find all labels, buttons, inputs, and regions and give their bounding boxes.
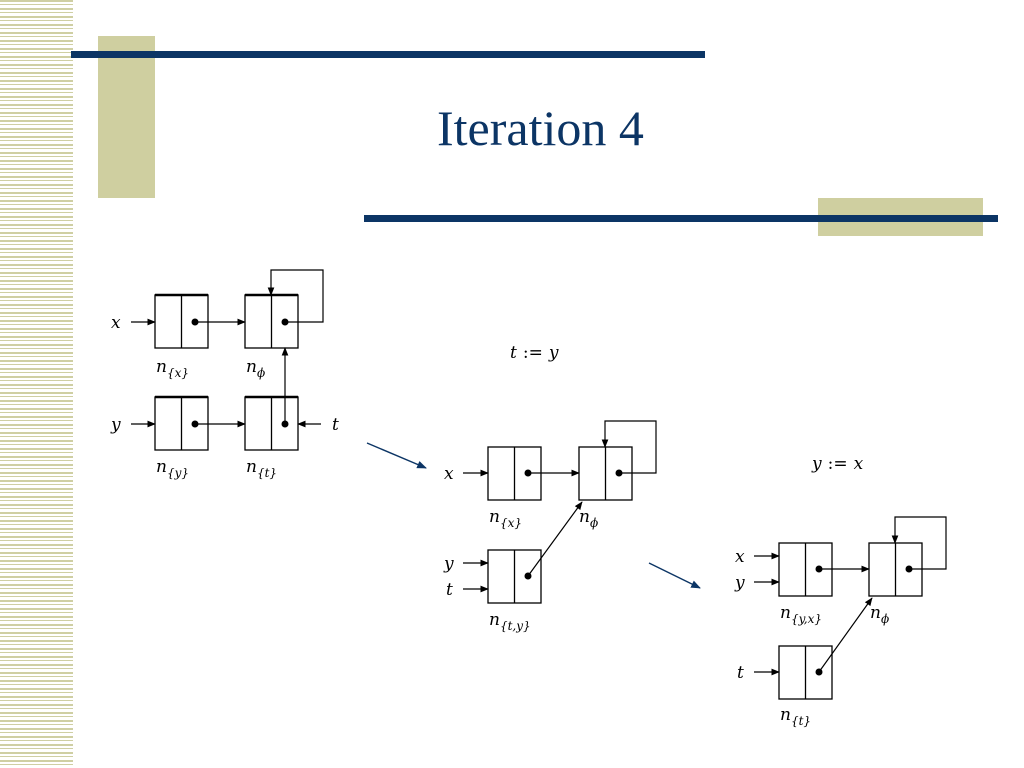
state2-node-x-label: n{x} [489, 507, 522, 530]
transition-arrow-1 [366, 442, 427, 469]
state1-var-y-label: y [110, 415, 121, 435]
state3-var-t-label: t [737, 663, 744, 683]
edge-phi-self-loop [267, 269, 324, 323]
state1-node-t-label: n{t} [246, 457, 277, 480]
state1-var-t-label: t [332, 415, 339, 435]
node-yx-box [778, 542, 833, 597]
edge-phi-self-loop [891, 516, 947, 570]
state3-node-yx-label: n{y,x} [780, 603, 822, 626]
state2-node-phi-label: nϕ [579, 507, 598, 530]
node-t-box [244, 395, 299, 451]
node-x-box [154, 293, 209, 349]
decorative-tan-block-left [98, 36, 155, 198]
top-rule [71, 51, 705, 58]
state1-node-x-label: n{x} [156, 357, 189, 380]
title-underline-rule [364, 215, 998, 222]
state2-var-y-label: y [443, 554, 454, 574]
operation-2-label: y:=x [811, 454, 864, 474]
state3-node-phi-label: nϕ [870, 603, 889, 626]
node-ty-box [487, 549, 542, 604]
node-t-box [778, 645, 833, 700]
operation-1-label: t:=y [510, 343, 559, 363]
transition-arrow-2 [648, 562, 701, 589]
decorative-stripe [0, 0, 73, 768]
state1-node-y-label: n{y} [156, 457, 189, 480]
state3-var-x-label: x [735, 547, 745, 567]
state3-var-y-label: y [734, 573, 745, 593]
edge-phi-self-loop [601, 420, 657, 474]
state-2: x y t n{x} nϕ n{t,y} [443, 420, 657, 633]
state1-node-phi-label: nϕ [246, 357, 265, 380]
state1-var-x-label: x [111, 313, 121, 333]
edge-t-phi [818, 597, 873, 673]
state3-node-t-label: n{t} [780, 705, 811, 728]
slide-title: Iteration 4 [437, 100, 644, 156]
state-3: x y t n{y,x} nϕ n{t} [734, 516, 947, 728]
state2-var-x-label: x [444, 464, 454, 484]
state2-node-ty-label: n{t,y} [489, 610, 531, 633]
state2-var-t-label: t [446, 580, 453, 600]
edge-ty-phi [527, 501, 583, 577]
state-1: x y t n{x} nϕ n{y} n{t} [110, 269, 339, 480]
